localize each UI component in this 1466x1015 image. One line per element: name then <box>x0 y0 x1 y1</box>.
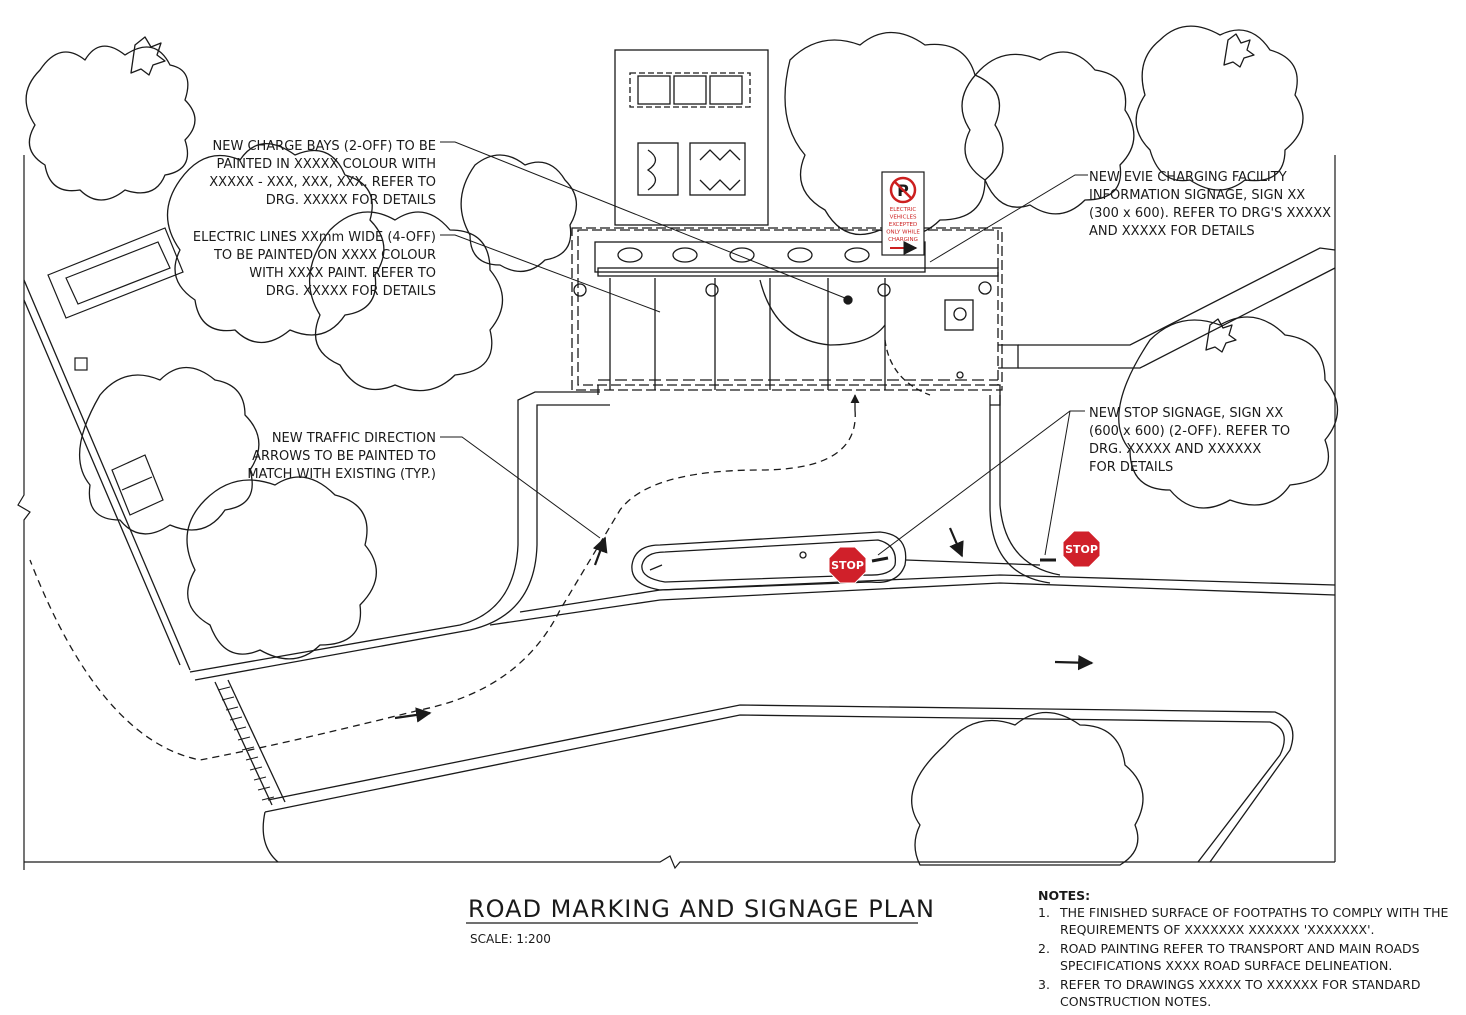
traffic-path-dashed <box>29 394 860 761</box>
charging-bays <box>571 227 1019 406</box>
notes-block: NOTES: 1. THE FINISHED SURFACE OF FOOTPA… <box>1038 888 1448 1009</box>
callout-line: AND XXXXX FOR DETAILS <box>1089 224 1255 239</box>
leader-lines <box>440 141 1088 556</box>
callout-line: DRG. XXXXX AND XXXXXX <box>1089 442 1261 457</box>
callout-line: ELECTRIC LINES XXmm WIDE (4-OFF) <box>193 230 436 245</box>
callout-line: DRG. XXXXX FOR DETAILS <box>266 284 436 299</box>
callout-line: INFORMATION SIGNAGE, SIGN XX <box>1089 188 1305 203</box>
traffic-arrow <box>394 707 432 723</box>
drawing-scale: SCALE: 1:200 <box>470 932 551 946</box>
callout-electric-lines: ELECTRIC LINES XXmm WIDE (4-OFF) TO BE P… <box>193 230 436 299</box>
stop-sign-exit: STOP <box>1062 530 1101 568</box>
callout-line: XXXXX - XXX, XXX, XXX. REFER TO <box>209 175 436 190</box>
note-number: 1. <box>1038 905 1050 920</box>
callout-line: NEW TRAFFIC DIRECTION <box>272 431 436 446</box>
drawing-title: ROAD MARKING AND SIGNAGE PLAN <box>468 895 935 923</box>
note-line: SPECIFICATIONS XXXX ROAD SURFACE DELINEA… <box>1060 958 1392 973</box>
callout-line: TO BE PAINTED ON XXXX COLOUR <box>213 248 436 263</box>
equipment-enclosure <box>614 49 769 226</box>
note-line: THE FINISHED SURFACE OF FOOTPATHS TO COM… <box>1059 905 1448 920</box>
callout-line: WITH XXXX PAINT. REFER TO <box>249 266 436 281</box>
ev-sign-line: EXCEPTED <box>889 222 918 228</box>
tree-canopies <box>25 25 1338 866</box>
traffic-arrows <box>394 527 1094 723</box>
left-structures <box>47 227 184 516</box>
site-boundary <box>17 155 1336 870</box>
traffic-arrow <box>948 527 964 558</box>
callout-line: (300 x 600). REFER TO DRG'S XXXXX <box>1089 206 1331 221</box>
crossing-hatch <box>217 686 275 801</box>
median-island <box>631 531 1041 591</box>
note-line: ROAD PAINTING REFER TO TRANSPORT AND MAI… <box>1060 941 1420 956</box>
stop-sign-label: STOP <box>1065 543 1098 556</box>
ev-sign-line: ELECTRIC <box>890 207 917 213</box>
callout-evie-signage: NEW EVIE CHARGING FACILITY INFORMATION S… <box>1089 170 1331 239</box>
note-line: CONSTRUCTION NOTES. <box>1060 994 1211 1009</box>
stop-sign-median: STOP <box>828 546 867 584</box>
callout-line: MATCH WITH EXISTING (TYP.) <box>247 467 436 482</box>
callout-line: FOR DETAILS <box>1089 460 1173 475</box>
traffic-arrow <box>592 536 608 566</box>
note-line: REFER TO DRAWINGS XXXXX TO XXXXXX FOR ST… <box>1060 977 1421 992</box>
stop-sign-label: STOP <box>831 559 864 572</box>
callout-stop-signage: NEW STOP SIGNAGE, SIGN XX (600 x 600) (2… <box>1089 406 1290 475</box>
note-line: REQUIREMENTS OF XXXXXXX XXXXXX 'XXXXXXX'… <box>1060 922 1374 937</box>
ev-sign-line: VEHICLES <box>890 215 917 221</box>
callout-traffic-arrows: NEW TRAFFIC DIRECTION ARROWS TO BE PAINT… <box>247 431 436 482</box>
ev-sign-line: ONLY WHILE <box>886 230 920 236</box>
callout-line: NEW STOP SIGNAGE, SIGN XX <box>1089 406 1283 421</box>
traffic-arrow <box>1054 654 1094 671</box>
callout-charge-bays: NEW CHARGE BAYS (2-OFF) TO BE PAINTED IN… <box>209 139 436 208</box>
callout-line: PAINTED IN XXXXX COLOUR WITH <box>216 157 436 172</box>
roads <box>23 247 1336 863</box>
callout-line: NEW CHARGE BAYS (2-OFF) TO BE <box>213 139 436 154</box>
notes-heading: NOTES: <box>1038 888 1090 903</box>
note-number: 3. <box>1038 977 1050 992</box>
callout-line: DRG. XXXXX FOR DETAILS <box>266 193 436 208</box>
note-number: 2. <box>1038 941 1050 956</box>
callout-line: (600 x 600) (2-OFF). REFER TO <box>1089 424 1290 439</box>
ev-sign-line: CHARGING <box>888 237 918 243</box>
callout-line: NEW EVIE CHARGING FACILITY <box>1089 170 1287 185</box>
callout-line: ARROWS TO BE PAINTED TO <box>252 449 436 464</box>
drawing-title-block: ROAD MARKING AND SIGNAGE PLAN SCALE: 1:2… <box>466 895 935 946</box>
